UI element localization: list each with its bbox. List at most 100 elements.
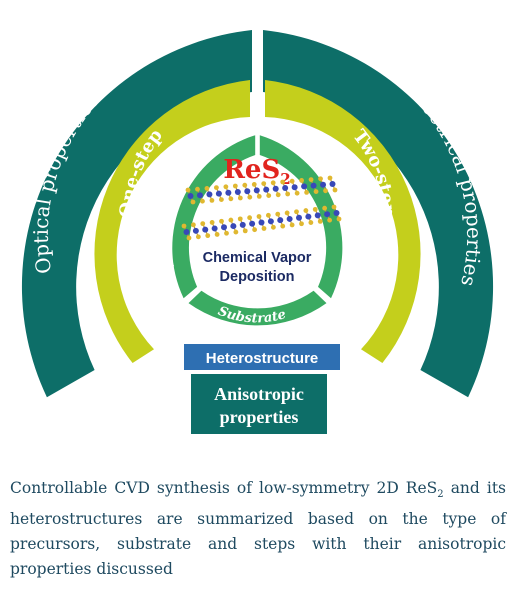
sulfur-atom xyxy=(294,209,299,215)
rhenium-atom xyxy=(244,188,251,195)
inner-ring-bottom xyxy=(188,290,327,326)
sulfur-atom xyxy=(247,194,253,200)
sulfur-atom xyxy=(332,187,338,193)
rhenium-atom xyxy=(263,186,270,193)
rhenium-atom xyxy=(272,185,279,192)
sulfur-atom xyxy=(270,224,276,230)
sulfur-atom xyxy=(190,199,196,205)
sulfur-atom xyxy=(224,230,229,236)
rhenium-atom xyxy=(249,220,256,227)
sulfur-atom xyxy=(252,227,258,233)
sulfur-atom xyxy=(331,204,337,210)
sulfur-atom xyxy=(275,192,281,198)
rhenium-atom xyxy=(215,190,222,197)
sulfur-atom xyxy=(228,217,234,223)
sulfur-atom xyxy=(280,179,286,185)
sulfur-atom xyxy=(190,222,196,228)
rhenium-atom xyxy=(206,191,213,198)
sulfur-atom xyxy=(256,194,262,199)
rhenium-atom xyxy=(225,189,232,196)
sulfur-atom xyxy=(313,189,319,195)
anisotropic-label-line2: properties xyxy=(220,407,299,427)
rhenium-atom xyxy=(258,219,265,226)
outer-ring-left xyxy=(21,30,253,398)
sulfur-atom xyxy=(299,221,304,227)
rhenium-atom xyxy=(202,226,209,233)
rhenium-atom xyxy=(187,193,194,199)
sulfur-atom xyxy=(237,216,243,222)
rhenium-atom xyxy=(267,218,274,225)
sulfur-atom xyxy=(289,222,295,228)
sulfur-atom xyxy=(322,205,328,211)
sulfur-atom xyxy=(205,233,211,239)
sulfur-atom xyxy=(284,210,290,216)
cvd-label-line1: Chemical Vapor xyxy=(203,250,312,266)
rhenium-atom xyxy=(211,225,218,232)
rhenium-atom xyxy=(196,192,203,199)
sulfur-atom xyxy=(233,229,239,235)
sulfur-atom xyxy=(312,206,318,212)
rhenium-atom xyxy=(239,221,246,228)
sulfur-atom xyxy=(304,190,309,195)
rhenium-atom xyxy=(314,212,321,219)
sulfur-atom xyxy=(185,187,191,193)
sulfur-atom xyxy=(280,223,286,229)
cvd-label-line2: Deposition xyxy=(220,269,295,285)
sulfur-atom xyxy=(219,218,224,224)
sulfur-atom xyxy=(285,191,291,197)
sulfur-atom xyxy=(275,211,281,217)
outer-ring-right xyxy=(263,30,494,398)
heterostructure-bar xyxy=(184,344,340,370)
rhenium-atom xyxy=(329,181,336,187)
rhenium-atom xyxy=(234,189,241,195)
rhenium-atom xyxy=(230,223,237,230)
sulfur-atom xyxy=(327,175,333,181)
sulfur-atom xyxy=(327,217,333,223)
middle-ring-left xyxy=(94,80,250,363)
sulfur-atom xyxy=(223,184,229,190)
sulfur-atom xyxy=(336,216,342,222)
sulfur-atom xyxy=(317,218,323,224)
rhenium-atom xyxy=(320,181,327,188)
sulfur-atom xyxy=(195,186,200,192)
rhenium-atom xyxy=(301,183,308,190)
sulfur-atom xyxy=(242,228,248,234)
sulfur-atom xyxy=(209,198,215,203)
sulfur-atom xyxy=(186,235,192,241)
sulfur-atom xyxy=(195,234,201,240)
sulfur-atom xyxy=(265,212,271,218)
sulfur-atom xyxy=(261,181,267,187)
res2-formula: ReS2 xyxy=(223,155,290,188)
sulfur-atom xyxy=(303,208,309,213)
rhenium-atom xyxy=(192,227,199,234)
sulfur-atom xyxy=(289,178,295,184)
sulfur-atom xyxy=(242,182,248,188)
sulfur-atom xyxy=(209,220,215,225)
sulfur-atom xyxy=(237,195,243,201)
anisotropic-label-line1: Anisotropic xyxy=(214,384,304,404)
sulfur-atom xyxy=(318,176,323,182)
sulfur-atom xyxy=(270,180,276,186)
rhenium-atom xyxy=(183,229,190,235)
sulfur-atom xyxy=(251,182,257,187)
rhenium-atom xyxy=(296,214,302,221)
sulfur-atom xyxy=(232,183,238,189)
sulfur-atom xyxy=(200,198,205,204)
rhenium-atom xyxy=(291,184,298,191)
heterostructure-label: Heterostructure xyxy=(206,350,319,367)
sulfur-atom xyxy=(294,190,300,196)
rhenium-atom xyxy=(305,213,312,220)
rhenium-atom xyxy=(253,187,260,194)
figure-caption: Controllable CVD synthesis of low-symmet… xyxy=(10,478,507,578)
sulfur-atom xyxy=(214,185,219,191)
sulfur-atom xyxy=(256,214,262,219)
sulfur-atom xyxy=(214,232,220,237)
crystal-structure-illustration xyxy=(181,175,342,241)
sulfur-atom xyxy=(299,178,304,183)
sulfur-atom xyxy=(219,197,224,203)
sulfur-atom xyxy=(228,196,234,202)
sulfur-atom xyxy=(181,223,187,229)
anisotropic-properties-box xyxy=(191,374,327,434)
inner-ring-left xyxy=(172,135,256,299)
